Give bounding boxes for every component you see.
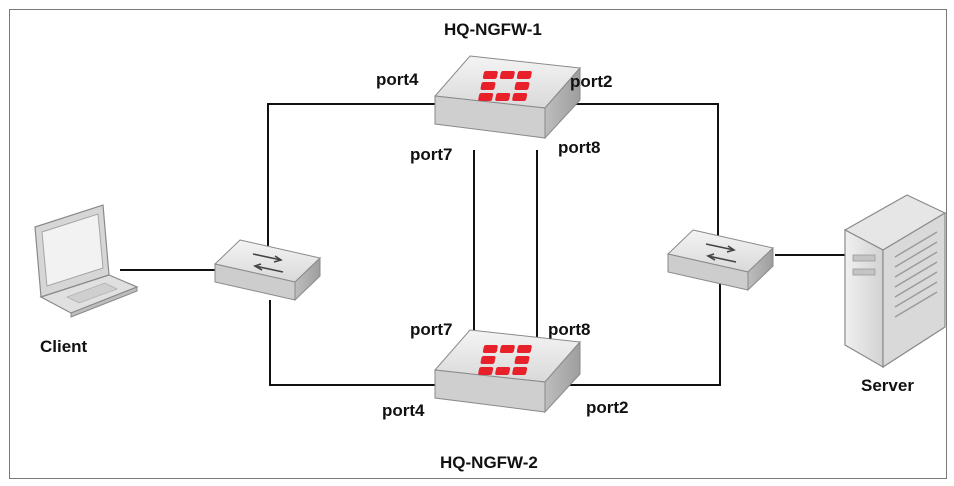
fortigate-firewall-icon bbox=[433, 329, 582, 414]
client-label: Client bbox=[40, 337, 88, 356]
fw2-port2-label: port2 bbox=[586, 398, 629, 417]
server-label: Server bbox=[861, 376, 914, 395]
fw2-port8-label: port8 bbox=[548, 320, 591, 339]
switch-icon bbox=[213, 239, 322, 302]
fortigate-firewall-icon bbox=[433, 55, 582, 140]
link-fw1-port2-to-switch-right bbox=[560, 103, 719, 242]
fw1-port7-label: port7 bbox=[410, 145, 453, 164]
links bbox=[120, 103, 845, 386]
link-fw2-port2-to-switch-right bbox=[560, 280, 721, 386]
laptop-icon bbox=[34, 204, 139, 318]
fw2-port7-label: port7 bbox=[410, 320, 453, 339]
fw1-port2-label: port2 bbox=[570, 72, 613, 91]
fw2-port4-label: port4 bbox=[382, 401, 425, 420]
switch-icon bbox=[666, 229, 775, 292]
server-tower-icon bbox=[843, 194, 947, 369]
fw1-port8-label: port8 bbox=[558, 138, 601, 157]
fw1-name-label: HQ-NGFW-1 bbox=[444, 20, 542, 39]
link-switch-left-to-fw1-port4 bbox=[267, 103, 450, 250]
fw2-name-label: HQ-NGFW-2 bbox=[440, 453, 538, 472]
fw1-port4-label: port4 bbox=[376, 70, 419, 89]
link-switch-left-to-fw2-port4 bbox=[269, 300, 450, 386]
